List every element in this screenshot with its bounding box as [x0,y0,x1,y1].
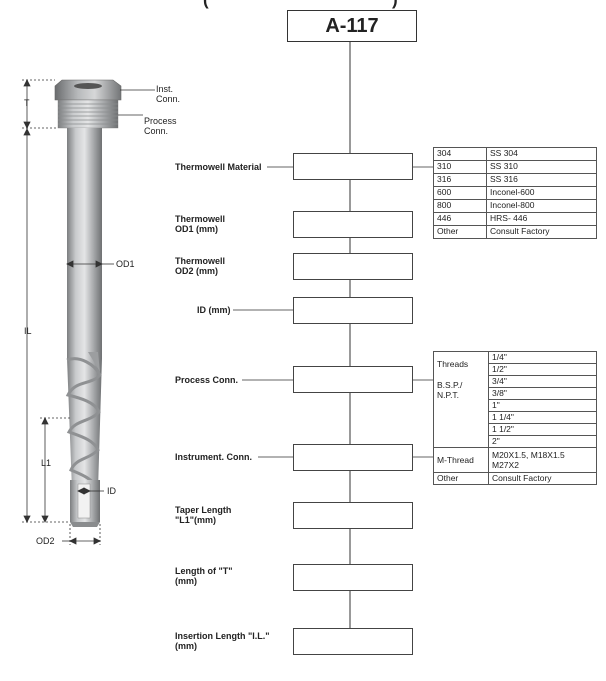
label-t: T [24,98,30,108]
length-t-field[interactable] [293,564,413,591]
thermowell-od2-field[interactable] [293,253,413,280]
label-instrument-conn: Instrument. Conn. [175,452,252,462]
thermowell-od1-field[interactable] [293,211,413,238]
label-insertion-length: Insertion Length "I.L." (mm) [175,631,270,651]
connection-table: Threads 1/4" 1/2" B.S.P./ N.P.T. 3/4" 3/… [433,351,597,485]
label-id-mm: ID (mm) [197,305,231,315]
bsp-npt-label: B.S.P./ N.P.T. [433,375,489,448]
label-process-conn: Process Conn. [175,375,239,385]
field-leaders [233,166,433,458]
insertion-length-field[interactable] [293,628,413,655]
taper-length-field[interactable] [293,502,413,529]
label-od1: OD1 [116,259,135,269]
title-fragment-end: ) [392,0,398,10]
table-row: B.S.P./ N.P.T. 3/4" [433,375,597,448]
label-thermowell-material: Thermowell Material [175,162,262,172]
table-row: M-Thread M20X1.5, M18X1.5 M27X2 [433,447,597,473]
label-process-conn: Process Conn. [144,116,177,136]
label-thermowell-od1: Thermowell OD1 (mm) [175,214,226,234]
dimension-lines [22,79,155,545]
label-length-t: Length of "T" (mm) [175,566,233,586]
label-inst-conn: Inst. Conn. [156,84,181,104]
threads-label: Threads [433,351,489,376]
table-row: Other Consult Factory [433,472,597,485]
other-value: Consult Factory [488,472,597,485]
label-id: ID [107,486,116,496]
thermowell-material-field[interactable] [293,153,413,180]
label-od2: OD2 [36,536,55,546]
table-row: 1 1/4" [434,411,597,424]
label-l1: L1 [41,458,52,468]
instrument-conn-field[interactable] [293,444,413,471]
label-il: IL [24,326,32,336]
m-thread-value: M20X1.5, M18X1.5 M27X2 [488,447,597,473]
m-thread-label: M-Thread [433,447,489,473]
title-fragment: ( [203,0,215,10]
process-conn-field[interactable] [293,366,413,393]
thermowell-shank [65,128,102,527]
table-row: Threads 1/4" [433,351,597,376]
model-title-box: A-117 [287,10,417,42]
label-thermowell-od2: Thermowell OD2 (mm) [175,256,226,276]
id-mm-field[interactable] [293,297,413,324]
thermowell-head [54,79,122,129]
label-taper-length: Taper Length "L1"(mm) [175,505,232,525]
other-label: Other [433,472,489,485]
